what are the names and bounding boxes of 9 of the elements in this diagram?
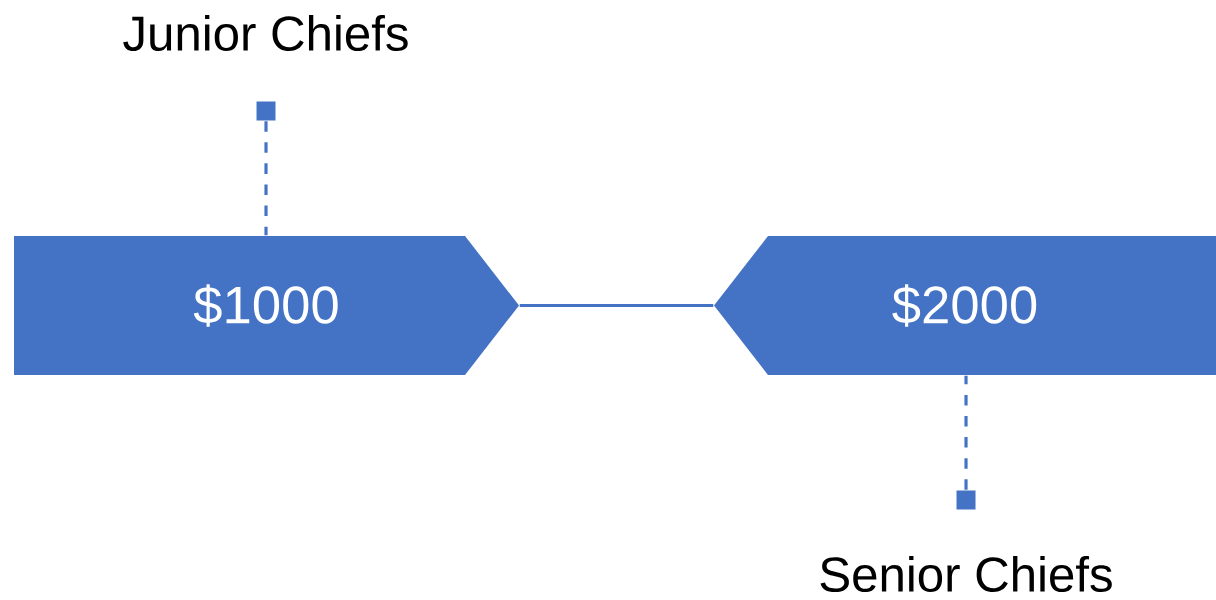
pentagon-arrow-box: $1000 — [14, 236, 519, 375]
marker-label: Junior Chiefs — [123, 14, 408, 52]
connector-line — [519, 303, 714, 308]
leader-line — [964, 375, 968, 490]
pentagon-arrow-box: $2000 — [714, 236, 1216, 375]
marker-label: Senior Chiefs — [820, 555, 1112, 593]
leader-line — [264, 121, 268, 236]
square-marker — [256, 101, 276, 121]
square-marker — [956, 490, 976, 510]
